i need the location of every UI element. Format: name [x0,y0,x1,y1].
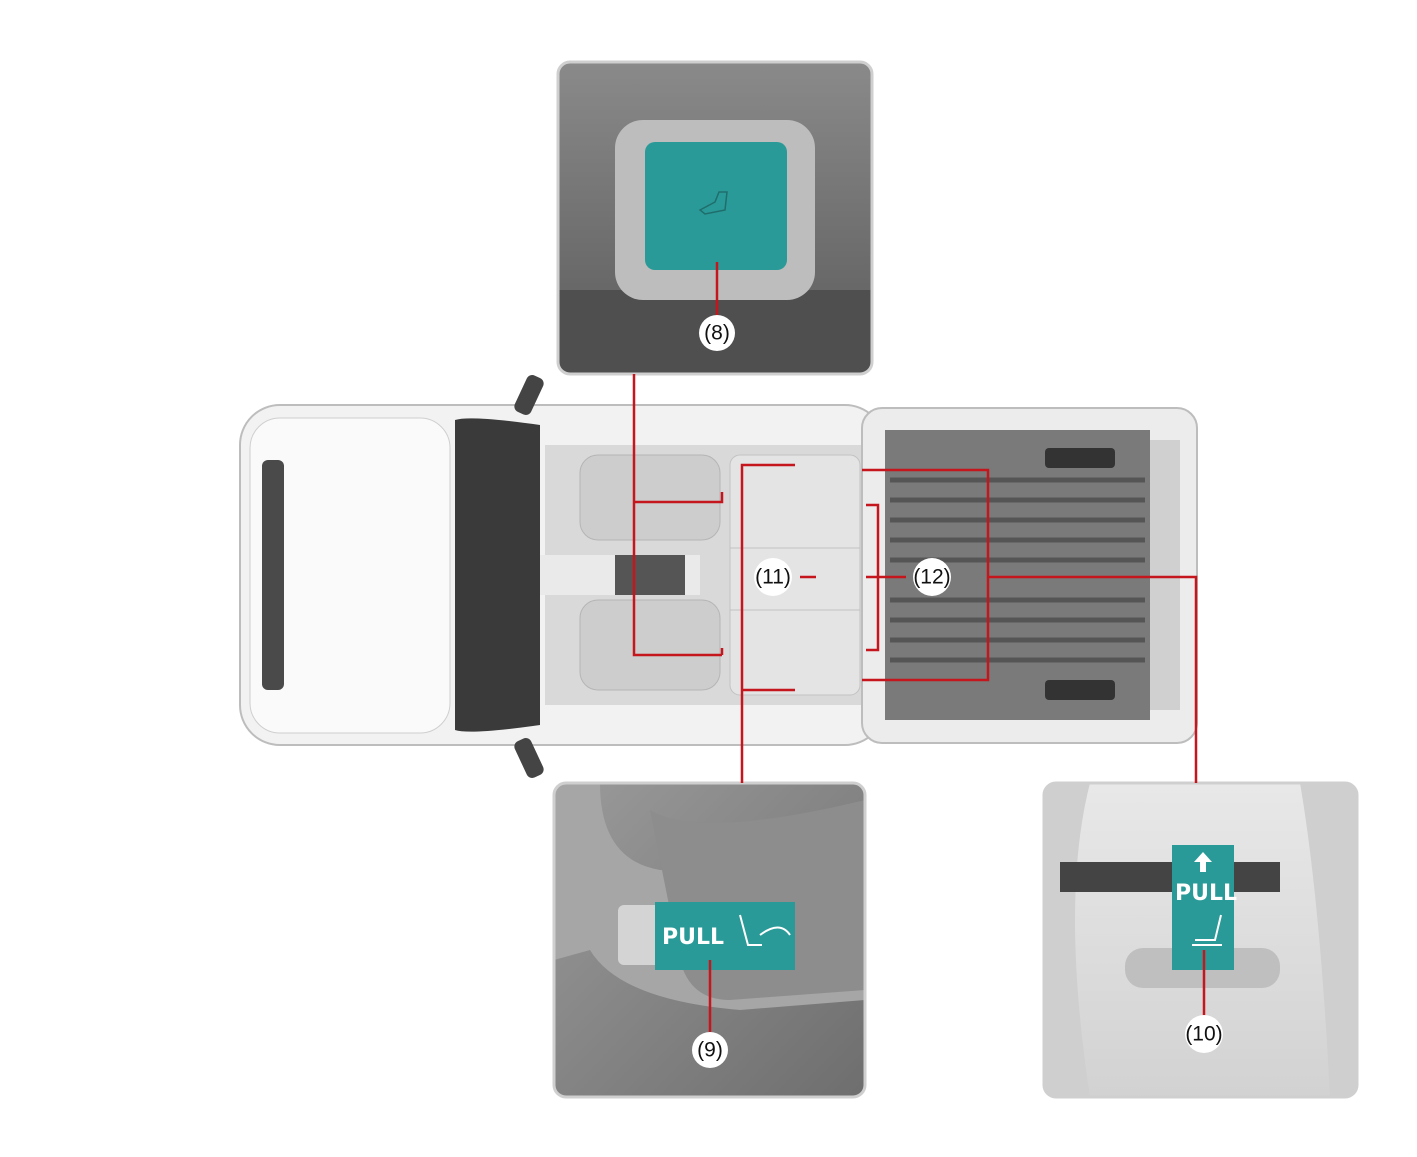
callout-12: (12) [913,558,951,596]
leader-lines [632,262,1206,1035]
svg-text:(11): (11) [755,566,791,589]
seat-fold-icon [739,914,791,946]
svg-text:(8): (8) [704,322,730,345]
seat-icon [698,191,728,215]
pull-label: PULL [1175,881,1237,906]
callout-10: (10) [1185,1015,1223,1053]
bed-ribs [890,477,1145,663]
svg-text:(10): (10) [1185,1023,1222,1046]
headrest-release-button [645,142,787,270]
pull-label: PULL [662,925,724,950]
vehicle-top-view [239,375,1198,778]
inset-panel-headrest-button [558,62,872,374]
svg-text:(9): (9) [697,1039,723,1062]
pull-strap [655,902,795,970]
arrow-up-icon [1194,852,1212,872]
callout-11: (11) [754,558,792,596]
seat-icon [1192,914,1222,946]
callout-8: (8) [699,315,735,351]
svg-text:(12): (12) [913,566,950,589]
callout-9: (9) [692,1032,728,1068]
